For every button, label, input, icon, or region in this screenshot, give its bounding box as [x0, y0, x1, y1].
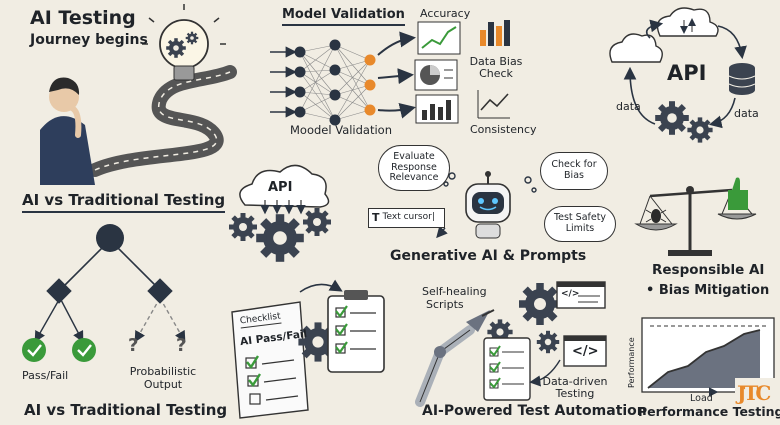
data-bias-bars-icon [480, 20, 510, 46]
lightbulb-icon [142, 4, 226, 81]
accuracy-chart-icon [417, 21, 461, 55]
data-driven-line1: Data-driven [542, 375, 608, 388]
data-bias-label-line1: Data Bias [469, 55, 523, 68]
evaluate-line2: Response [391, 161, 437, 173]
question-mark-icon: ? [128, 335, 139, 356]
check-circle-icon [72, 338, 96, 362]
pie-chart-icon [414, 59, 458, 91]
api-label-middle: API [268, 180, 293, 195]
probabilistic-label-line1: Probabilistic [129, 365, 197, 378]
journey-title: AI Testing [30, 7, 136, 29]
gear-icon [536, 330, 560, 354]
jtc-logo-text: JTC [737, 381, 771, 405]
check-bias-line1: Check for [551, 159, 597, 171]
performance-xlabel: Load [690, 393, 713, 404]
gear-icon [229, 213, 257, 241]
bias-mitigation-subtitle: • Bias Mitigation [646, 283, 770, 298]
generative-ai-title: Generative AI & Prompts [390, 248, 587, 264]
check-bias-line2: Bias [564, 170, 584, 181]
text-cursor-icon: T [372, 210, 380, 224]
checklist-paper [231, 301, 309, 419]
performance-title: Performance Testing [638, 404, 780, 419]
robot-icon [465, 171, 511, 239]
probabilistic-label-line2: Output [143, 378, 183, 391]
self-healing-line1: Self-healing [422, 285, 487, 298]
gear-icon [655, 101, 689, 135]
self-healing-line2: Scripts [426, 298, 464, 311]
performance-ylabel: Performance [627, 337, 636, 388]
clipboard-icon [327, 290, 385, 373]
accuracy-label: Accuracy [420, 7, 471, 20]
winding-road [88, 65, 237, 177]
consistency-label: Consistency [470, 123, 537, 136]
automation-clipboard-icon [483, 337, 531, 401]
robot-arm-icon [415, 309, 495, 407]
check-circle-icon [22, 338, 46, 362]
bias-mitigation-text: Bias Mitigation [658, 283, 770, 298]
gear-icon [687, 117, 713, 143]
bar-chart-icon [415, 94, 459, 124]
gear-icon [519, 283, 561, 325]
test-safety-line2: Limits [565, 223, 595, 234]
ai-vs-traditional-title-bottom: AI vs Traditional Testing [24, 401, 228, 419]
model-validation-title: Model Validation [282, 7, 405, 27]
cloud-icon [609, 33, 663, 63]
data-label-left: data [616, 100, 641, 113]
journey-subtitle: Journey begins [30, 32, 148, 48]
database-icon [728, 63, 756, 95]
pass-fail-label: Pass/Fail [22, 369, 69, 382]
model-validation-caption: Moodel Validation [290, 123, 393, 137]
gear-icon [303, 208, 331, 236]
text-cursor-label: Text cursor| [382, 212, 435, 223]
api-label-top: API [667, 61, 707, 85]
ai-powered-automation-title: AI-Powered Test Automation [422, 403, 647, 419]
evaluate-line3: Relevance [389, 172, 439, 184]
data-driven-line2: Testing [555, 387, 595, 400]
decision-tree [34, 224, 186, 343]
performance-chart [641, 317, 775, 397]
evaluate-line1: Evaluate [393, 150, 435, 162]
data-bias-label-line2: Check [479, 67, 513, 80]
data-label-right: data [734, 107, 759, 120]
jtc-logo [735, 378, 777, 422]
neural-network [270, 31, 416, 126]
balance-scale-icon [634, 186, 757, 256]
consistency-line-icon [477, 90, 510, 119]
cloud-icon [656, 7, 719, 37]
code-tag-bottom: </> [572, 344, 599, 359]
code-window-icon [563, 335, 607, 367]
test-safety-line1: Test Safety [553, 212, 607, 224]
bug-icon [645, 209, 667, 223]
person-thinking-icon [40, 77, 95, 185]
gear-icon [256, 214, 304, 262]
code-window-icon [556, 281, 606, 309]
question-mark-icon: ? [176, 335, 187, 356]
text-cursor-input[interactable]: T Text cursor| [368, 208, 445, 228]
bias-mitigation-bullet: • [646, 283, 655, 298]
ai-vs-traditional-title-top: AI vs Traditional Testing [22, 192, 226, 213]
responsible-ai-title: Responsible AI [652, 262, 765, 278]
thumbs-up-icon [728, 177, 748, 210]
code-tag-top: </> [561, 289, 580, 299]
api-cloud-icon [239, 164, 330, 215]
